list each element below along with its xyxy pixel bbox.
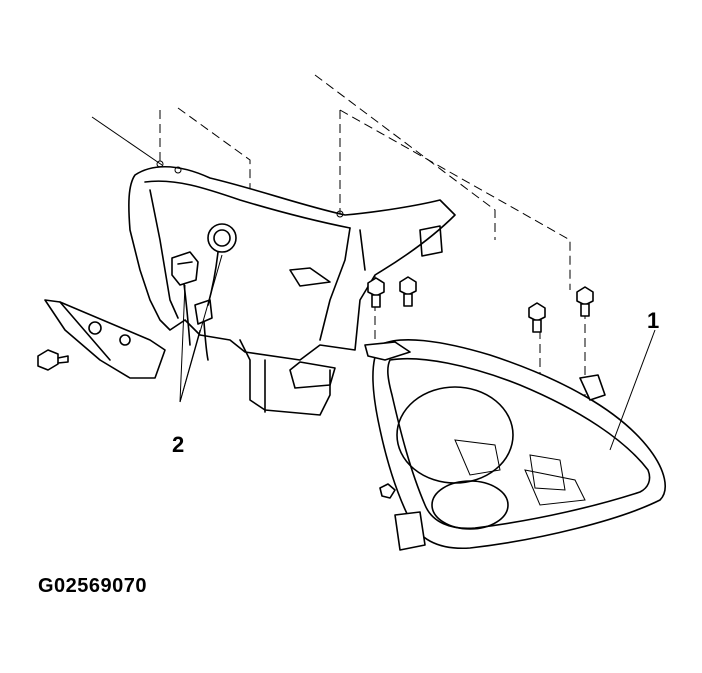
callout-1-label: 1 xyxy=(647,308,659,333)
bolt-left xyxy=(37,349,69,371)
callout-2-label: 2 xyxy=(172,432,184,457)
callout-2-leaders xyxy=(179,254,223,403)
reference-leader-line xyxy=(91,116,163,166)
side-bracket xyxy=(44,299,166,379)
headlamp-assembly xyxy=(364,339,666,551)
callout-1-leader xyxy=(609,329,656,451)
bulb-sockets xyxy=(171,223,237,361)
figure-code: G02569070 xyxy=(38,575,148,597)
mounting-bolts xyxy=(367,276,594,333)
